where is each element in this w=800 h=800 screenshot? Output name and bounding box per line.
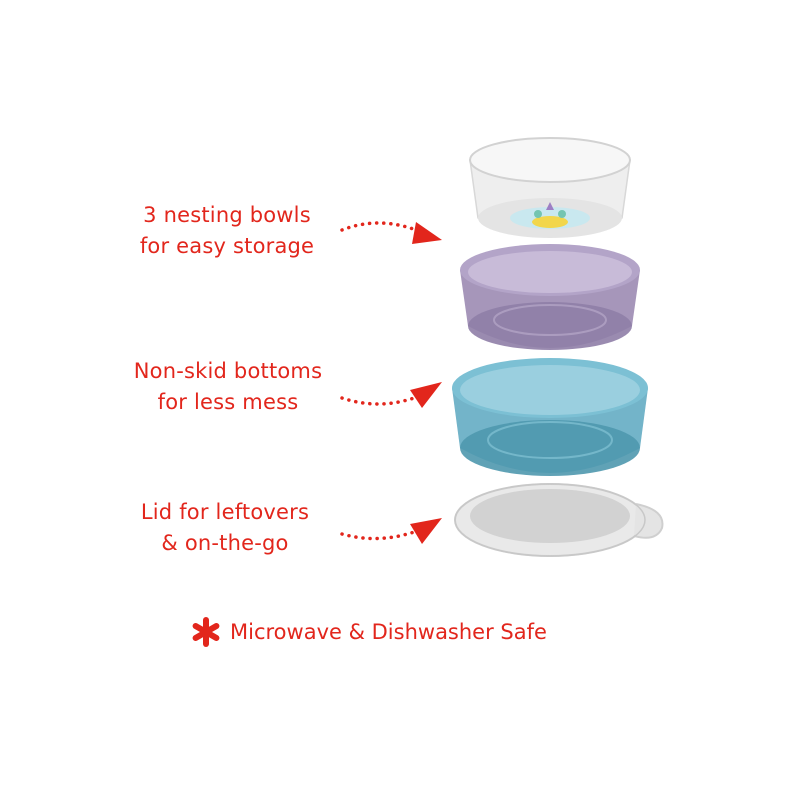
callout-line: for less mess <box>157 390 299 414</box>
callout-non-skid: Non-skid bottoms for less mess <box>88 356 368 418</box>
purple-bowl-image <box>460 244 640 350</box>
unicorn-graphic-icon <box>532 202 568 228</box>
dotted-arrow-icon <box>340 518 442 544</box>
footer-safety-note: Microwave & Dishwasher Safe <box>190 614 547 650</box>
footer-text: Microwave & Dishwasher Safe <box>230 620 547 644</box>
callout-lid: Lid for leftovers & on-the-go <box>100 497 350 559</box>
lid-image <box>454 483 664 557</box>
dotted-arrow-icon <box>340 382 442 408</box>
stacked-bowls-illustration <box>452 137 664 557</box>
callout-line: & on-the-go <box>161 531 289 555</box>
callout-nesting-bowls: 3 nesting bowls for easy storage <box>92 200 362 262</box>
callout-line: for easy storage <box>139 234 315 258</box>
clear-bowl-image <box>469 137 631 238</box>
callout-line: 3 nesting bowls <box>143 203 311 227</box>
asterisk-icon <box>192 617 220 647</box>
teal-bowl-image <box>452 358 648 476</box>
dotted-arrow-icon <box>340 221 442 244</box>
callout-line: Lid for leftovers <box>140 500 310 524</box>
callout-line: Non-skid bottoms <box>133 359 323 383</box>
